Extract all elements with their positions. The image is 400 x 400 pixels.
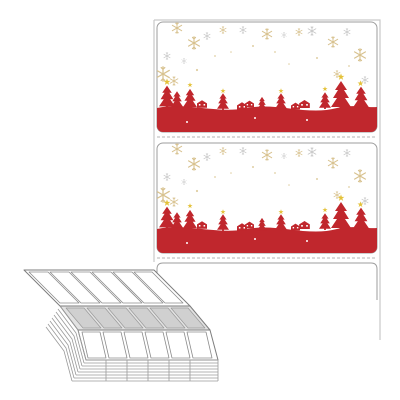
stack-bottom-sheet: [77, 329, 219, 361]
christmas-label-1: [156, 21, 378, 133]
label-liner: [153, 19, 381, 340]
fanfold-label-stack: [23, 269, 219, 382]
christmas-label-2: [156, 142, 378, 254]
stack-fold-sheet: [59, 305, 211, 331]
stack-top-flap: [23, 269, 191, 307]
stack-edges: [45, 305, 219, 382]
blank-label-3: [156, 262, 378, 300]
